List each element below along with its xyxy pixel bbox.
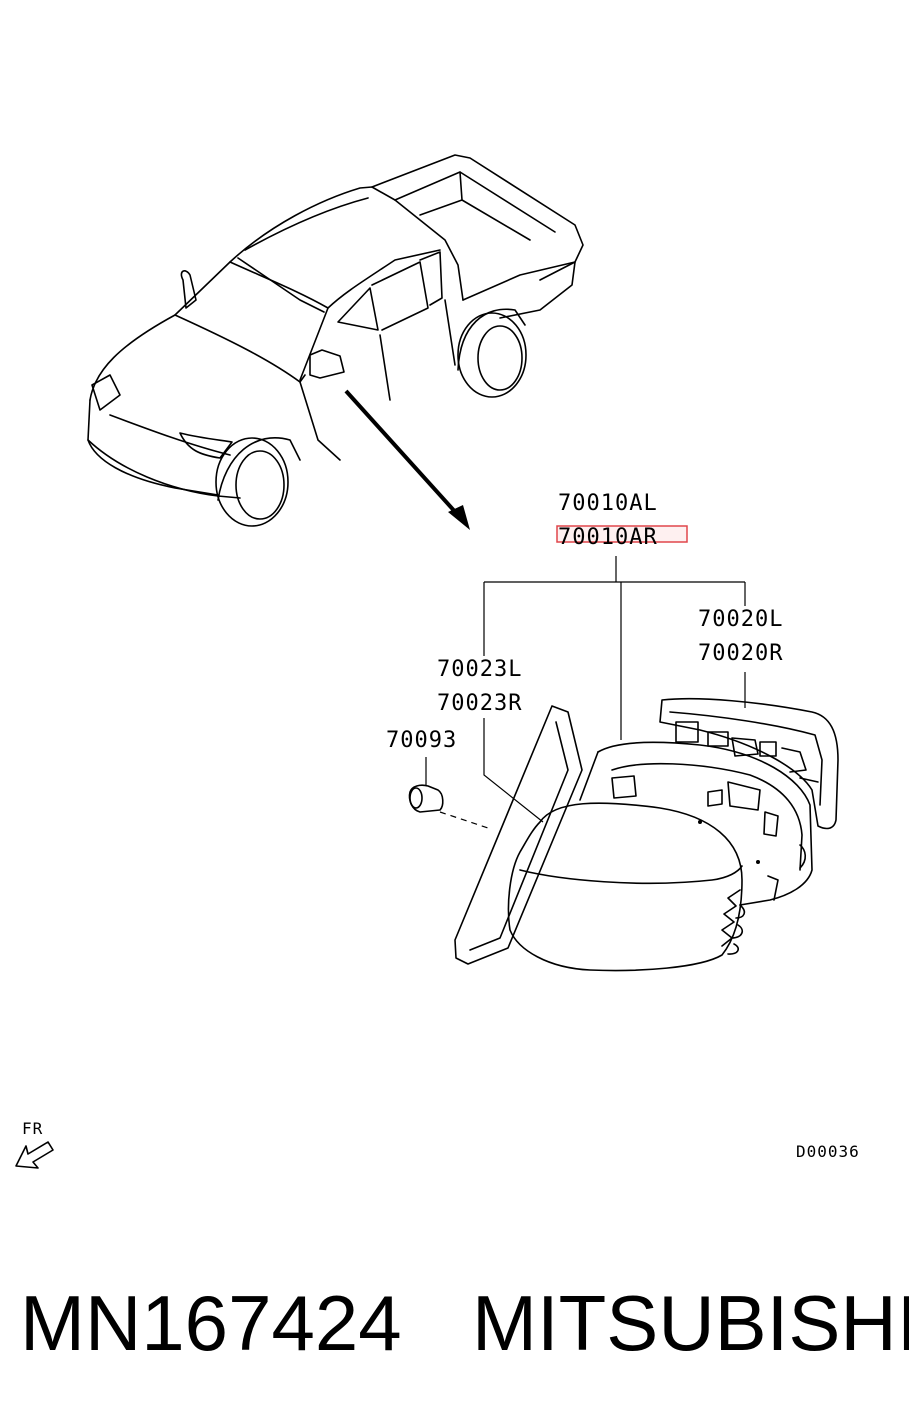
callout-assembly-left: 70010AL <box>558 491 658 516</box>
brand-name: MITSUBISHI <box>472 1279 909 1367</box>
mirror-assembly <box>408 697 839 972</box>
orientation-marker: FR <box>15 1119 54 1169</box>
arrow-down-left-icon <box>15 1141 54 1169</box>
truck-illustration <box>87 154 584 527</box>
callout-mirror-glass-left: 70020L <box>698 607 783 632</box>
callout-cover-right: 70023R <box>437 691 522 716</box>
callout-fastener: 70093 <box>386 728 457 753</box>
callout-mirror-glass-right: 70020R <box>698 641 783 666</box>
highlight-box <box>556 525 688 543</box>
part-number: MN167424 <box>20 1279 402 1367</box>
callout-cover-left: 70023L <box>437 657 522 682</box>
pointer-arrow <box>344 389 470 530</box>
diagram-code: D00036 <box>796 1142 860 1161</box>
callout-assembly-right: 70010AR <box>558 525 658 550</box>
orientation-label: FR <box>22 1119 43 1138</box>
